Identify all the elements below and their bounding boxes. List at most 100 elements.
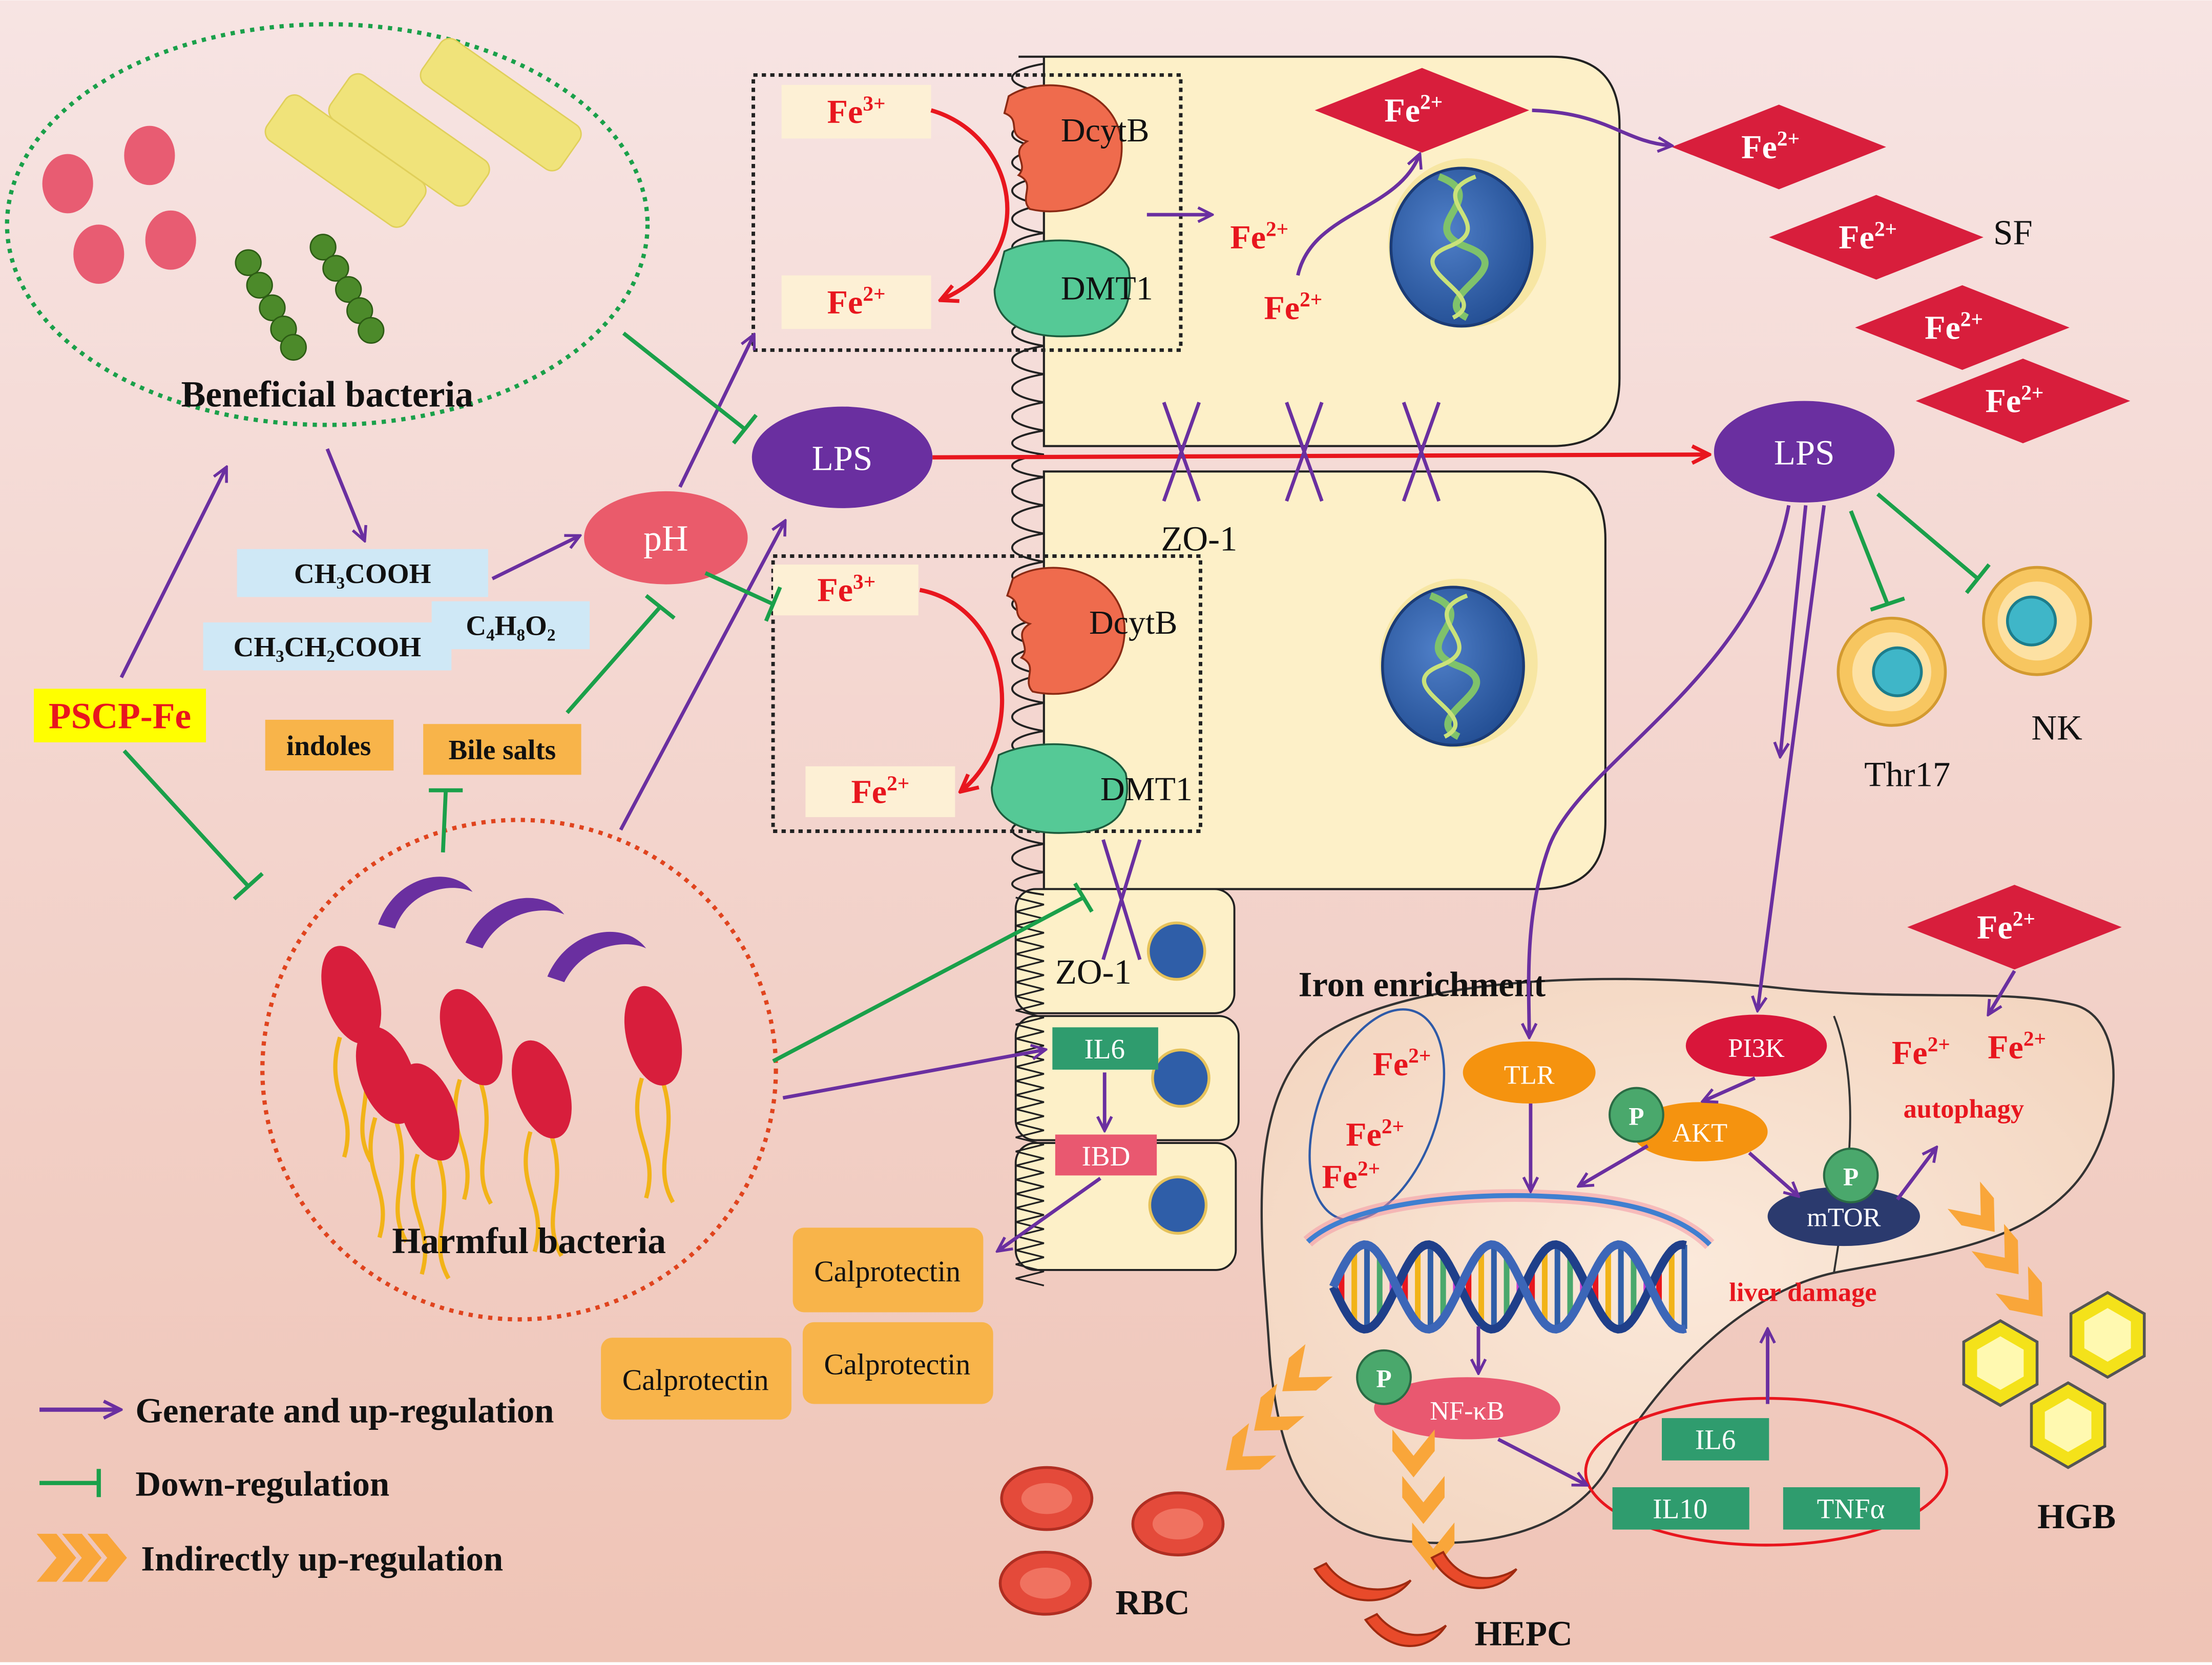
fe2-label: Fe: [851, 773, 887, 810]
svg-text:LPS: LPS: [1774, 433, 1835, 472]
harmful-bacillus: [440, 989, 503, 1205]
lps-translocation-arrow: [932, 454, 1707, 457]
liver-iron-labels: Fe2+ Fe2+ Fe2+ Fe2+ Fe2+: [1322, 1027, 2046, 1196]
downregulation-arrows: [122, 331, 1991, 1063]
dcytb-label-lower: DcytB: [1089, 604, 1178, 641]
svg-text:Fe2+: Fe2+: [1346, 1114, 1404, 1154]
fe2-diamond-label: Fe2+: [1977, 907, 2035, 946]
svg-text:Fe2+: Fe2+: [1988, 1027, 2046, 1066]
fe2-diamond: Fe2+: [1915, 358, 2131, 444]
fe2-diamond-label: Fe2+: [1986, 381, 2044, 420]
chevron: [1402, 1475, 1445, 1524]
chevron: [1971, 1223, 2019, 1275]
svg-text:pH: pH: [643, 518, 688, 558]
dna-helix: [1329, 1240, 1687, 1334]
svg-text:P: P: [1376, 1365, 1391, 1393]
svg-text:Bile salts: Bile salts: [449, 734, 556, 765]
svg-text:Calprotectin: Calprotectin: [814, 1255, 961, 1288]
liver-damage-label: liver damage: [1729, 1278, 1876, 1307]
harmful-bacteria-label: Harmful bacteria: [392, 1221, 666, 1261]
fe2-box-lower: Fe2+: [805, 766, 955, 817]
purple-crescents: [378, 877, 646, 983]
beneficial-bacteria-label: Beneficial bacteria: [181, 374, 473, 415]
fe2-sup: 2+: [887, 772, 909, 795]
chevron: [1226, 1423, 1277, 1470]
svg-text:Fe2+: Fe2+: [827, 282, 886, 321]
thr17-label: Thr17: [1864, 755, 1950, 794]
lower-enterocyte: [1042, 470, 1606, 890]
fe2-intracellular-2: Fe2+: [1264, 287, 1322, 327]
beneficial-bacteria-circle: [5, 22, 650, 427]
propionic-acid-box: CH₃CH₂COOH: [203, 622, 452, 671]
legend-indirect-chevrons: [36, 1533, 127, 1582]
yellow-bacilli: [264, 37, 582, 228]
dcytb-upper: [1003, 84, 1123, 213]
nucleus-upper: [1388, 158, 1547, 328]
tnfa-box: TNFα: [1783, 1487, 1920, 1530]
lps-right: LPS: [1714, 401, 1895, 503]
svg-text:Calprotectin: Calprotectin: [824, 1348, 971, 1381]
upregulation-arrows: [119, 108, 2016, 1484]
dmt1-label-upper: DMT1: [1061, 269, 1153, 307]
svg-text:Fe3+: Fe3+: [817, 570, 875, 609]
hepc-shapes: [1313, 1550, 1518, 1647]
rbc-cells: [998, 1466, 1225, 1616]
reduction-arrow-upper: [930, 108, 1010, 299]
hgb-hexagon: [2069, 1291, 2146, 1379]
svg-text:Calprotectin: Calprotectin: [622, 1363, 769, 1397]
harmful-bacillus: [398, 1063, 460, 1280]
legend-up-label: Generate and up-regulation: [135, 1391, 554, 1430]
nfkb-node: NF-κB: [1374, 1377, 1560, 1440]
fe3-label: Fe: [817, 572, 853, 609]
nucleus-lower: [1380, 578, 1538, 748]
legend-indirect-label: Indirectly up-regulation: [141, 1539, 503, 1578]
sf-label: SF: [1993, 213, 2033, 252]
small-nuclei: [1146, 921, 1211, 1235]
svg-text:P: P: [1843, 1163, 1859, 1191]
reduction-arrow-lower: [919, 588, 1005, 790]
fe2-label: Fe: [827, 284, 863, 321]
autophagy-label: autophagy: [1904, 1094, 2024, 1124]
hgb-hexagons: [1962, 1291, 2146, 1469]
hgb-label: HGB: [2037, 1497, 2116, 1536]
fe3-sup: 3+: [853, 570, 875, 593]
dmt1-lower: [991, 743, 1129, 834]
svg-text:mTOR: mTOR: [1807, 1203, 1881, 1233]
svg-text:AKT: AKT: [1673, 1118, 1728, 1148]
dmt1-label-lower: DMT1: [1100, 771, 1193, 808]
butyric-acid-box: C₄H₈O₂: [431, 601, 590, 650]
chevron: [1995, 1266, 2043, 1317]
bile-salts-box: Bile salts: [423, 724, 581, 775]
ibd-box: IBD: [1055, 1134, 1157, 1176]
il6-box-gut: IL6: [1052, 1027, 1158, 1070]
lps-left: LPS: [752, 406, 933, 508]
acetic-acid-box: CH₃COOH: [237, 549, 488, 597]
svg-text:CH₃COOH: CH₃COOH: [294, 558, 431, 589]
svg-text:Fe2+: Fe2+: [1892, 1032, 1950, 1072]
akt-node: AKT: [1632, 1102, 1768, 1161]
svg-text:PI3K: PI3K: [1728, 1033, 1785, 1063]
il6-box-liver: IL6: [1662, 1418, 1769, 1461]
indoles-box: indoles: [265, 719, 394, 771]
mtor-phospho: P: [1823, 1148, 1879, 1203]
svg-text:Fe2+: Fe2+: [851, 772, 909, 811]
legend: Generate and up-regulation Down-regulati…: [36, 1391, 554, 1582]
indirect-chevrons: [1226, 1181, 2043, 1571]
hepc-label: HEPC: [1475, 1614, 1573, 1653]
fe3-box-lower: Fe3+: [773, 565, 919, 616]
fe2-diamond: Fe2+: [1672, 105, 1886, 190]
akt-phospho: P: [1609, 1087, 1664, 1143]
pscp-fe-label: PSCP-Fe: [34, 689, 206, 743]
dcytb-label-upper: DcytB: [1061, 112, 1150, 149]
svg-text:Fe2+: Fe2+: [1322, 1156, 1380, 1196]
chevron: [1947, 1181, 1995, 1232]
fe3-sup: 3+: [863, 91, 885, 115]
il10-box: IL10: [1612, 1487, 1749, 1530]
tlr-node: TLR: [1463, 1041, 1596, 1104]
fe2-diamond: Fe2+: [1907, 885, 2122, 970]
fe2-intracellular-1: Fe2+: [1230, 217, 1288, 256]
dmt1-upper: [993, 239, 1131, 338]
svg-text:Fe3+: Fe3+: [827, 91, 886, 131]
